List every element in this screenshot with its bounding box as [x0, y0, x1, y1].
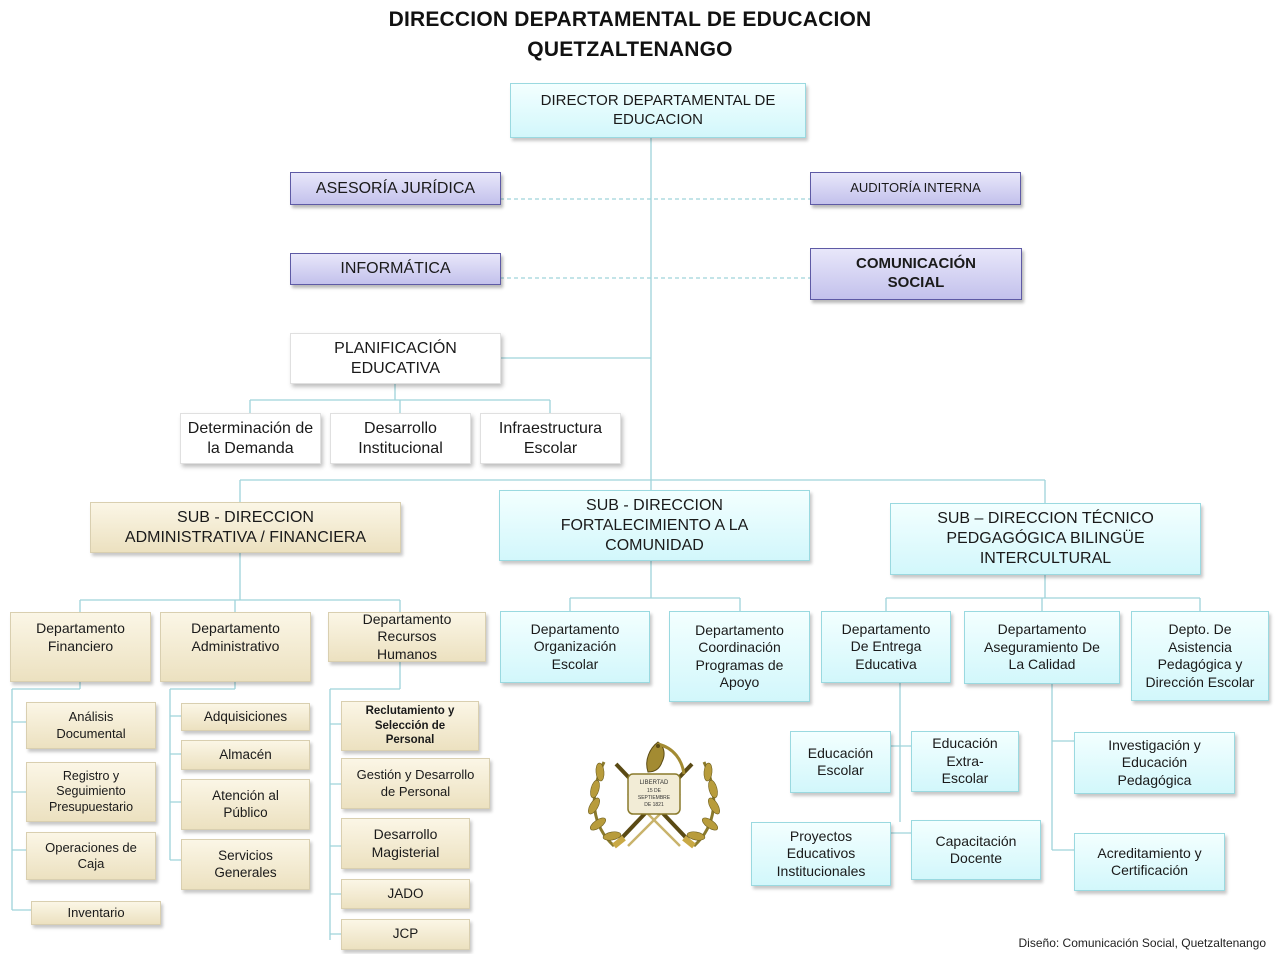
jcp-box[interactable]: JCP — [341, 919, 470, 950]
planificacion-children — [249, 384, 551, 413]
adquisiciones-box[interactable]: Adquisiciones — [181, 703, 310, 731]
tec-bus — [885, 575, 1201, 611]
adm-children — [169, 682, 236, 861]
inventario-box[interactable]: Inventario — [31, 901, 161, 925]
dep-administrativo-box[interactable]: Departamento Administrativo — [160, 612, 311, 682]
educacion-escolar-box[interactable]: Educación Escolar — [790, 731, 891, 793]
fin-children — [11, 682, 81, 911]
capacitacion-docente-box[interactable]: Capacitación Docente — [911, 820, 1041, 880]
director-box[interactable]: DIRECTOR DEPARTAMENTAL DE EDUCACION — [510, 83, 806, 138]
proyectos-educativos-box[interactable]: Proyectos Educativos Institucionales — [751, 822, 891, 886]
sub-bus — [239, 479, 1046, 503]
subdireccion-administrativa-box[interactable]: SUB - DIRECCION ADMINISTRATIVA / FINANCI… — [90, 502, 401, 553]
dep-asistencia-box[interactable]: Depto. De Asistencia Pedagógica y Direcc… — [1131, 611, 1269, 701]
asesoria-juridica-box[interactable]: ASESORÍA JURÍDICA — [290, 172, 501, 205]
reclutamiento-box[interactable]: Reclutamiento y Selección de Personal — [341, 701, 479, 751]
dep-entrega-educativa-box[interactable]: Departamento De Entrega Educativa — [821, 611, 951, 683]
educacion-extra-escolar-box[interactable]: Educación Extra-Escolar — [911, 731, 1019, 792]
emblem-text-4: DE 1821 — [644, 802, 664, 808]
dep-financiero-box[interactable]: Departamento Financiero — [10, 612, 151, 682]
infraestructura-box[interactable]: Infraestructura Escolar — [480, 413, 621, 464]
acreditamiento-box[interactable]: Acreditamiento y Certificación — [1074, 833, 1225, 891]
determinacion-box[interactable]: Determinación de la Demanda — [180, 413, 321, 464]
registro-seguimiento-box[interactable]: Registro y Seguimiento Presupuestario — [26, 762, 156, 822]
investigacion-box[interactable]: Investigación y Educación Pedagógica — [1074, 732, 1235, 794]
admin-bus — [79, 553, 401, 612]
dep-organizacion-escolar-box[interactable]: Departamento Organización Escolar — [500, 611, 650, 683]
rh-children — [329, 662, 401, 940]
dep-aseguramiento-box[interactable]: Departamento Aseguramiento De La Calidad — [964, 611, 1120, 684]
aseg-children — [1051, 684, 1074, 851]
desarrollo-institucional-box[interactable]: Desarrollo Institucional — [330, 413, 471, 464]
dep-coordinacion-box[interactable]: Departamento Coordinación Programas de A… — [669, 611, 810, 702]
planificacion-box[interactable]: PLANIFICACIÓN EDUCATIVA — [290, 333, 501, 384]
atencion-publico-box[interactable]: Atención al Público — [181, 779, 310, 830]
guatemala-coat-of-arms-icon: LIBERTAD 15 DE SEPTIEMBRE DE 1821 — [588, 741, 720, 849]
page-title: DIRECCION DEPARTAMENTAL DE EDUCACION — [388, 8, 872, 31]
subdireccion-tecnico-box[interactable]: SUB – DIRECCION TÉCNICO PEDGAGÓGICA BILI… — [890, 503, 1201, 575]
desarrollo-magisterial-box[interactable]: Desarrollo Magisterial — [341, 818, 470, 869]
informatica-box[interactable]: INFORMÁTICA — [290, 253, 501, 285]
fort-bus — [569, 561, 741, 611]
emblem-text-3: SEPTIEMBRE — [638, 795, 671, 801]
design-credit: Diseño: Comunicación Social, Quetzaltena… — [1018, 936, 1266, 950]
entrega-children — [890, 682, 911, 834]
page-subtitle: QUETZALTENANGO — [527, 38, 733, 61]
jado-box[interactable]: JADO — [341, 879, 470, 909]
dep-recursos-humanos-box[interactable]: Departamento Recursos Humanos — [328, 611, 486, 662]
auditoria-interna-box[interactable]: AUDITORÍA INTERNA — [810, 172, 1021, 205]
analisis-documental-box[interactable]: Análisis Documental — [26, 702, 156, 749]
servicios-generales-box[interactable]: Servicios Generales — [181, 839, 310, 890]
emblem-text-2: 15 DE — [647, 788, 662, 794]
subdireccion-fortalecimiento-box[interactable]: SUB - DIRECCION FORTALECIMIENTO A LA COM… — [499, 490, 810, 561]
operaciones-caja-box[interactable]: Operaciones de Caja — [26, 832, 156, 880]
almacen-box[interactable]: Almacén — [181, 740, 310, 770]
comunicacion-social-box[interactable]: COMUNICACIÓN SOCIAL — [810, 248, 1022, 300]
emblem-text-1: LIBERTAD — [640, 780, 669, 786]
gestion-desarrollo-box[interactable]: Gestión y Desarrollo de Personal — [341, 758, 490, 809]
